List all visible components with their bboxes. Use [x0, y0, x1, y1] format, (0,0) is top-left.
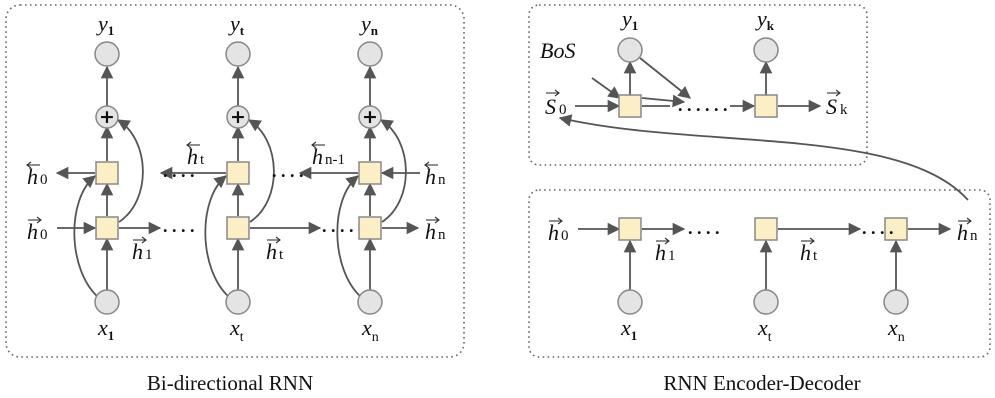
- output-label: yn: [359, 11, 379, 38]
- input-label: x1: [97, 315, 114, 343]
- output-node: [225, 41, 251, 67]
- sum-node: [95, 105, 119, 129]
- decoder-cell: [618, 94, 642, 118]
- encoder-cell: [884, 217, 908, 241]
- sum-node: [358, 105, 382, 129]
- ellipsis: . . . .: [688, 218, 720, 238]
- output-node: [94, 41, 120, 67]
- output-label: yt: [228, 11, 245, 38]
- ellipsis: . . . .: [322, 216, 354, 236]
- bos-label: BoS: [540, 38, 575, 63]
- forward-cell: [95, 216, 119, 240]
- backward-cell: [95, 161, 119, 185]
- ellipsis: . . . .: [272, 161, 304, 181]
- ellipsis: . . . .: [163, 216, 195, 236]
- backward-cell: [226, 161, 250, 185]
- forward-cell: [226, 216, 250, 240]
- bidirectional-panel: [5, 4, 465, 358]
- bidirectional-nodes: + + +: [94, 41, 383, 315]
- input-label: xn: [361, 315, 379, 345]
- decoder: [558, 57, 969, 201]
- decoder-nodes: [617, 37, 779, 118]
- ellipsis: . . . . . .: [678, 95, 728, 115]
- encoder-cell: [754, 217, 778, 241]
- encoder-decoder-caption: RNN Encoder-Decoder: [663, 371, 860, 395]
- decoder-cell: [754, 94, 778, 118]
- forward-cell: [358, 216, 382, 240]
- encoder-cell: [618, 217, 642, 241]
- input-label: xt: [229, 315, 244, 345]
- output-node: [357, 41, 383, 67]
- encoder-panel: [528, 189, 991, 358]
- ellipsis: . . . .: [163, 161, 195, 181]
- input-node: [225, 289, 251, 315]
- input-label: x1: [620, 315, 637, 343]
- input-node: [357, 289, 383, 315]
- encoder-nodes: [617, 217, 909, 315]
- ellipsis: . . . .: [862, 218, 894, 238]
- plus-symbol: +: [99, 106, 115, 128]
- backward-cell: [358, 161, 382, 185]
- sum-node: [226, 105, 250, 129]
- output-label: y1: [96, 11, 114, 38]
- input-node: [94, 289, 120, 315]
- bidirectional-rnn: [55, 65, 420, 298]
- output-node: [753, 37, 779, 63]
- input-label: xt: [757, 315, 772, 345]
- decoder-panel: [528, 4, 868, 166]
- plus-symbol: +: [362, 106, 378, 128]
- output-node: [617, 37, 643, 63]
- state-arrow-accents: [26, 141, 440, 244]
- plus-symbol: +: [230, 106, 246, 128]
- input-node: [753, 289, 779, 315]
- decoder-arrow-accents: [546, 89, 841, 97]
- input-label: xn: [887, 315, 905, 345]
- output-label: yk: [755, 6, 775, 33]
- encoder: [578, 222, 952, 290]
- output-label: y1: [620, 6, 638, 33]
- input-node: [617, 289, 643, 315]
- input-node: [883, 289, 909, 315]
- bidirectional-caption: Bi-directional RNN: [147, 371, 313, 395]
- encoder-arrow-accents: [549, 217, 972, 245]
